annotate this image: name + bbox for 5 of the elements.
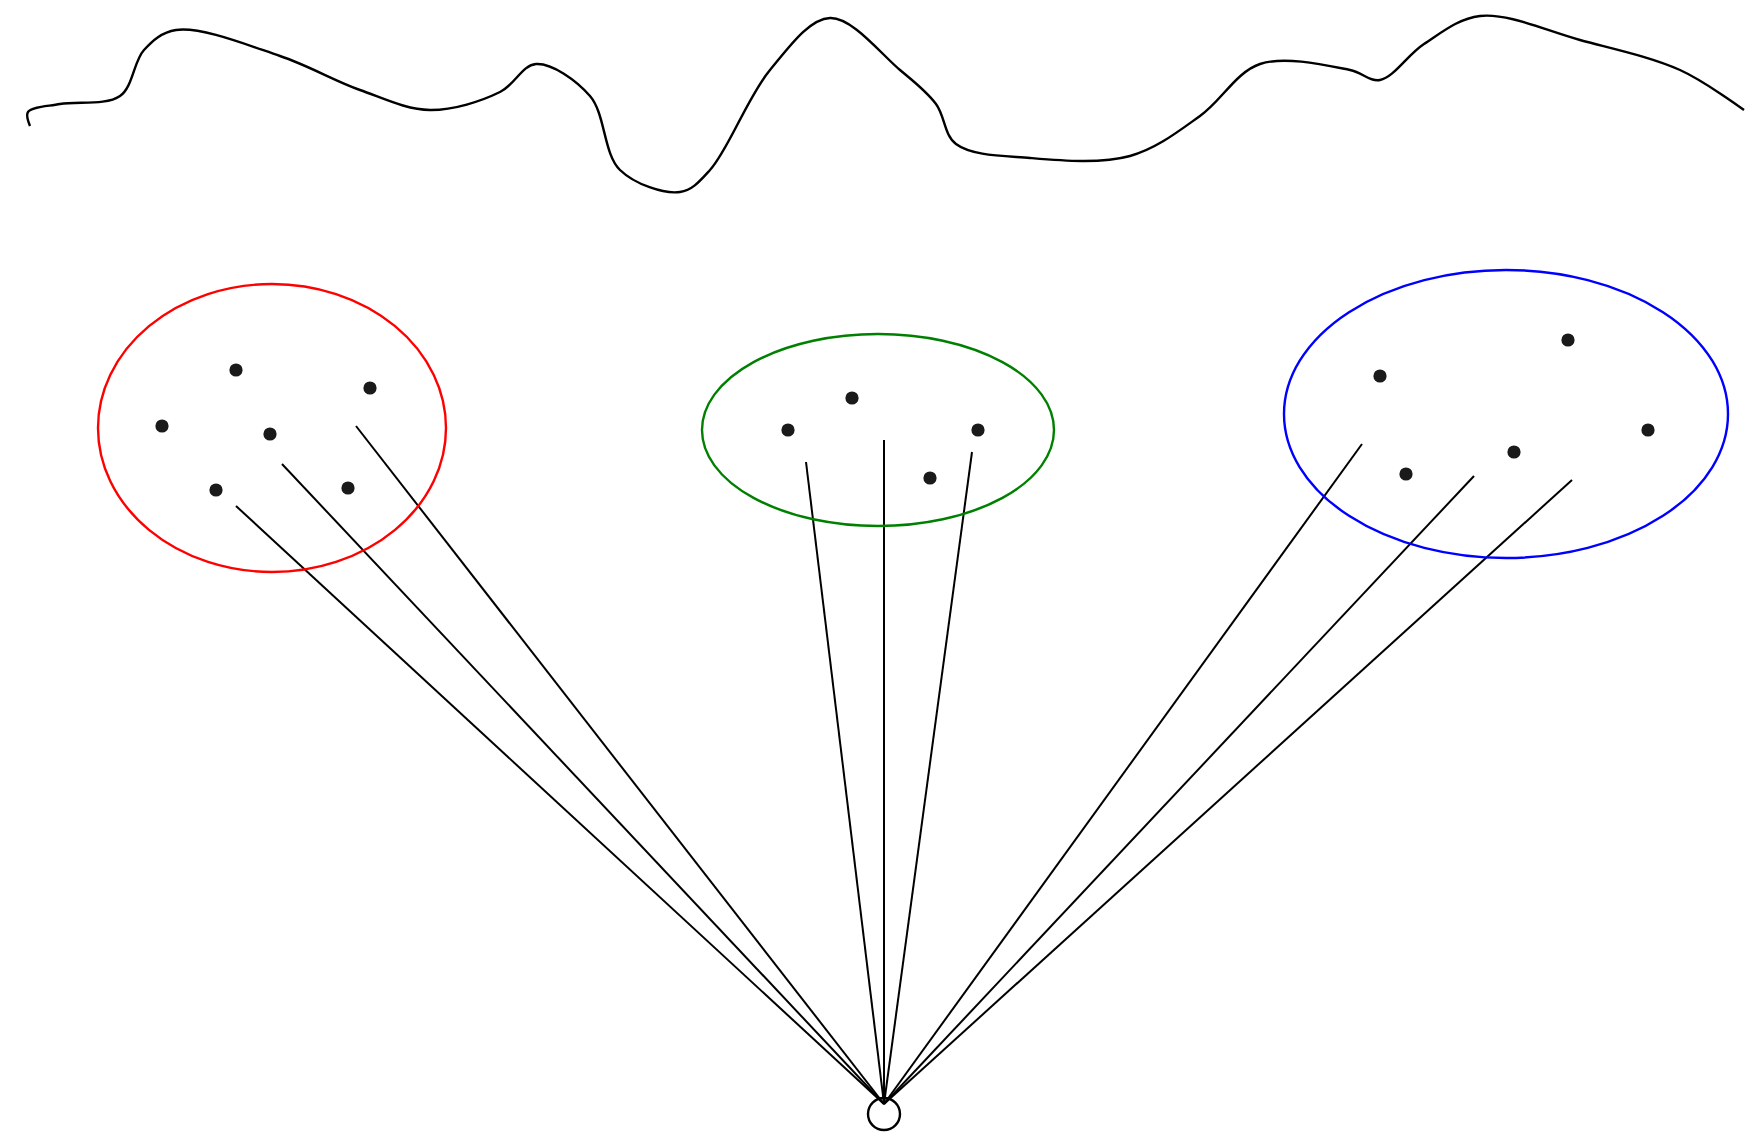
connector-line [883,443,1363,1105]
connector-line [355,425,885,1105]
connector-line [883,451,973,1105]
connector-line [805,461,885,1105]
connector-line [883,439,885,1105]
